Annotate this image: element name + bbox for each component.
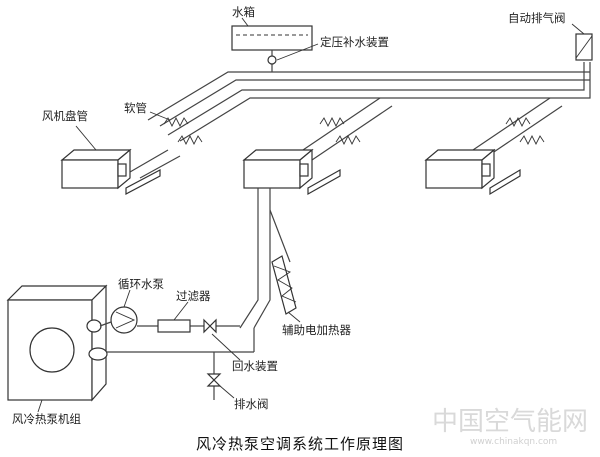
label-aux-electric-heater: 辅助电加热器	[282, 323, 351, 337]
label-filter: 过滤器	[176, 289, 211, 303]
labels: 水箱 定压补水装置 自动排气阀 风机盘管 软管 循环水泵 过滤器 辅助电加热器 …	[12, 5, 566, 426]
label-drain-valve: 排水阀	[234, 397, 269, 411]
auto-vent-valve	[575, 33, 593, 61]
return-water-valve	[203, 318, 217, 334]
header-pipes	[147, 62, 591, 142]
label-heat-pump-unit: 风冷热泵机组	[12, 412, 81, 426]
water-tank	[231, 25, 313, 72]
label-fan-coil: 风机盘管	[42, 109, 88, 123]
hose-springs	[163, 116, 545, 146]
leader-lines	[37, 17, 585, 413]
label-return-water-device: 回水装置	[232, 359, 278, 373]
diagram-caption: 风冷热泵空调系统工作原理图	[196, 435, 404, 453]
watermark-url: www.chinakqn.com	[470, 437, 557, 447]
label-pressure-makeup: 定压补水装置	[320, 35, 389, 49]
label-water-tank: 水箱	[232, 5, 255, 19]
fan-coil-2	[242, 148, 341, 196]
drain-valve	[206, 373, 222, 387]
riser-pipes	[239, 188, 291, 329]
label-auto-vent-valve: 自动排气阀	[508, 11, 566, 25]
fan-coil-3	[424, 148, 521, 196]
fan-coil-1	[60, 148, 161, 195]
branch-pipes	[129, 97, 563, 179]
circulation-pump	[99, 306, 138, 334]
filter	[157, 319, 191, 333]
watermark: 中国空气能网 www.chinakqn.com	[432, 407, 588, 447]
watermark-text: 中国空气能网	[432, 407, 588, 437]
label-hose: 软管	[124, 101, 147, 115]
label-circulation-pump: 循环水泵	[118, 277, 164, 291]
aux-electric-heater	[271, 255, 297, 315]
heat-pump-unit	[6, 284, 108, 402]
